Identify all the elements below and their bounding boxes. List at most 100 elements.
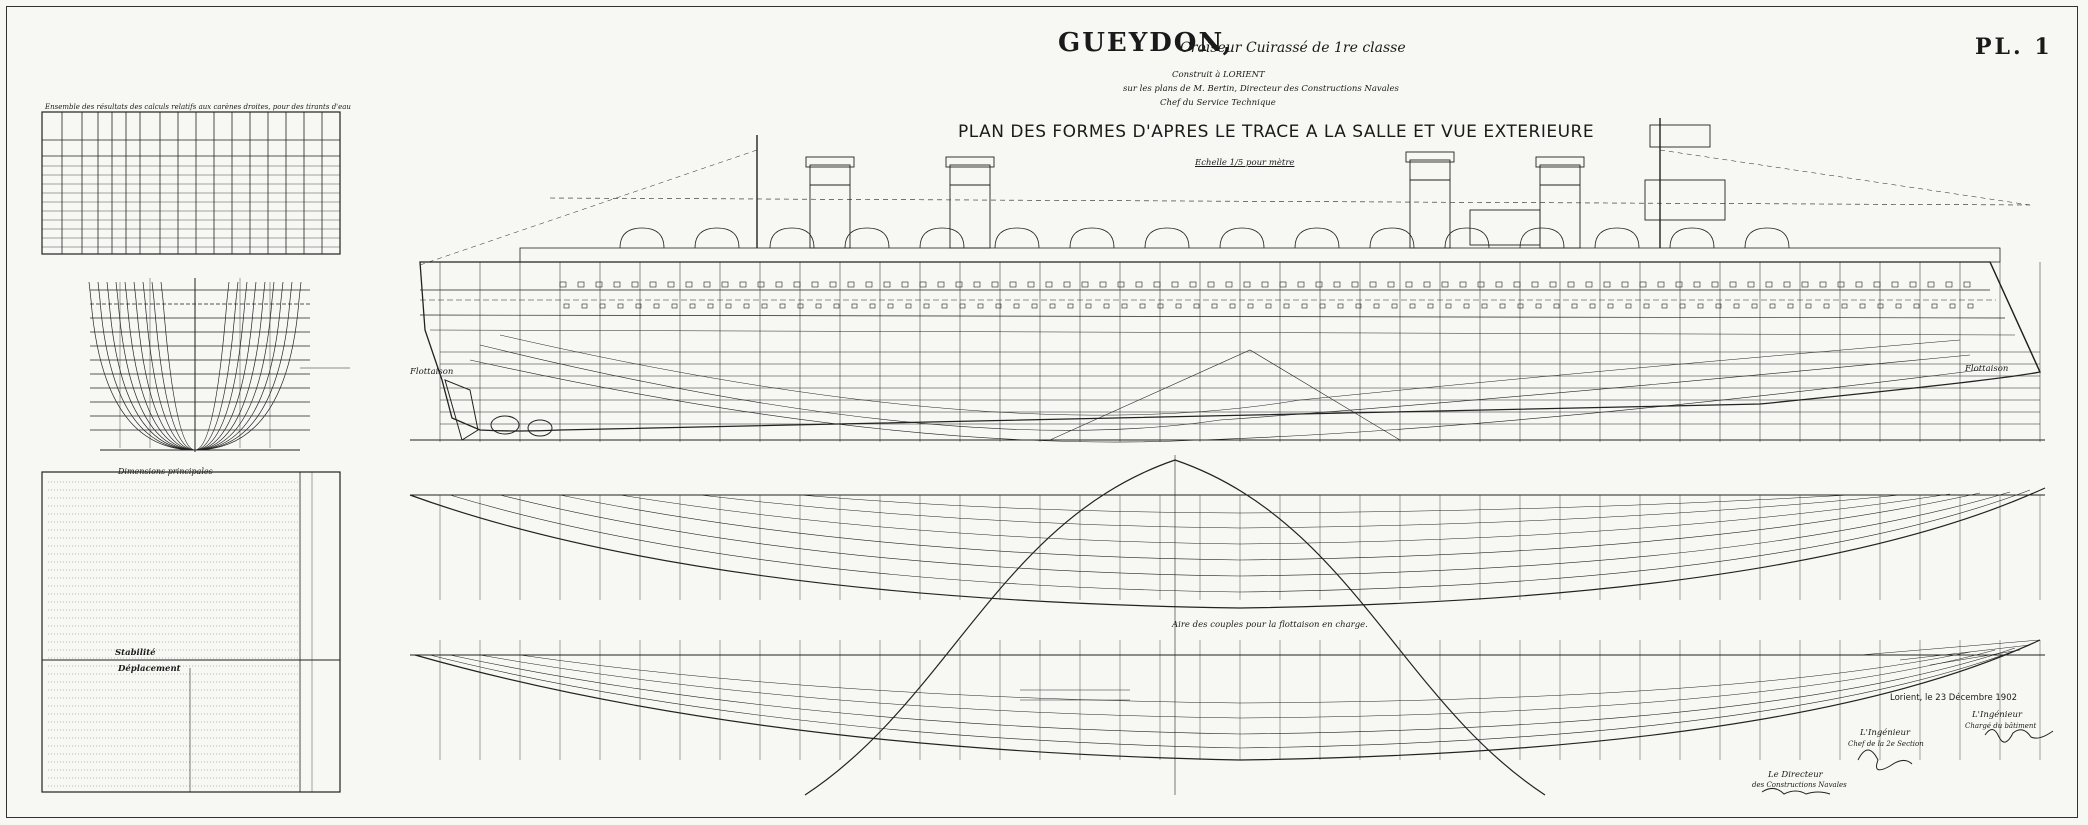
section-line — [194, 281, 302, 451]
chief-role: L'Ingénieur — [1972, 710, 2023, 720]
flottaison-left: Flottaison — [410, 367, 454, 377]
porthole — [1837, 281, 1845, 288]
porthole — [1099, 281, 1107, 288]
section-line — [194, 281, 239, 451]
porthole — [811, 281, 819, 288]
chief-role-sub: Chargé du bâtiment — [1965, 722, 2037, 730]
deck-plan — [410, 639, 2045, 761]
porthole — [1211, 303, 1218, 309]
porthole — [1117, 281, 1125, 288]
porthole — [653, 303, 660, 309]
porthole — [1733, 303, 1740, 309]
stability-title: Stabilité — [115, 648, 156, 658]
section-line — [151, 281, 196, 451]
porthole — [1283, 303, 1290, 309]
boat-davit — [844, 227, 890, 249]
signature-engineer — [1857, 749, 1913, 771]
porthole — [1157, 303, 1164, 309]
porthole — [1049, 303, 1056, 309]
porthole — [1427, 303, 1434, 309]
porthole — [1337, 303, 1344, 309]
boat-davit — [1069, 227, 1115, 249]
flottaison-right: Flottaison — [1965, 364, 2009, 374]
porthole — [1009, 281, 1017, 288]
drawing-title: PLAN DES FORMES D'APRES LE TRACE A LA SA… — [958, 122, 1595, 142]
section-line — [142, 281, 196, 451]
porthole — [1567, 281, 1575, 288]
porthole — [1729, 281, 1737, 288]
porthole — [1675, 281, 1683, 288]
porthole — [919, 281, 927, 288]
porthole — [595, 281, 603, 288]
porthole — [1135, 281, 1143, 288]
porthole — [1531, 281, 1539, 288]
porthole — [1783, 281, 1791, 288]
porthole — [1261, 281, 1269, 288]
hydrostatic-table-title: Ensemble des résultats des calculs relat… — [45, 103, 351, 111]
porthole — [1193, 303, 1200, 309]
funnel-cap — [1535, 156, 1585, 168]
porthole — [1207, 281, 1215, 288]
section-line — [194, 281, 293, 451]
porthole — [1927, 281, 1935, 288]
section-line — [88, 281, 196, 451]
porthole — [959, 303, 966, 309]
porthole — [833, 303, 840, 309]
porthole — [1495, 281, 1503, 288]
porthole — [1481, 303, 1488, 309]
section-line — [160, 281, 196, 451]
porthole — [1693, 281, 1701, 288]
porthole — [1081, 281, 1089, 288]
engineer-role: L'Ingénieur — [1860, 728, 1911, 738]
porthole — [1247, 303, 1254, 309]
porthole — [1751, 303, 1758, 309]
boat-davit — [1744, 227, 1790, 249]
porthole — [743, 303, 750, 309]
porthole — [1265, 303, 1272, 309]
porthole — [649, 281, 657, 288]
porthole — [1387, 281, 1395, 288]
half-breadth-plan — [409, 487, 2046, 609]
porthole — [1067, 303, 1074, 309]
porthole — [941, 303, 948, 309]
porthole — [1787, 303, 1794, 309]
porthole — [631, 281, 639, 288]
boat-davit — [1144, 227, 1190, 249]
boat-davit — [1669, 227, 1715, 249]
porthole — [721, 281, 729, 288]
porthole — [1819, 281, 1827, 288]
porthole — [707, 303, 714, 309]
porthole — [1243, 281, 1251, 288]
built-at: Construit à LORIENT — [1172, 70, 1265, 80]
porthole — [887, 303, 894, 309]
section-line — [194, 281, 284, 451]
porthole — [1459, 281, 1467, 288]
porthole — [977, 303, 984, 309]
porthole — [901, 281, 909, 288]
section-line — [194, 281, 266, 451]
porthole — [725, 303, 732, 309]
porthole — [1945, 281, 1953, 288]
porthole — [1423, 281, 1431, 288]
porthole — [1027, 281, 1035, 288]
director-role: Le Directeur — [1768, 770, 1823, 780]
porthole — [1909, 281, 1917, 288]
section-line — [133, 281, 196, 451]
boat-davit — [769, 227, 815, 249]
porthole — [1409, 303, 1416, 309]
porthole — [905, 303, 912, 309]
porthole — [685, 281, 693, 288]
porthole — [1535, 303, 1542, 309]
porthole — [689, 303, 696, 309]
porthole — [995, 303, 1002, 309]
section-line — [124, 281, 196, 451]
engineer-role-sub: Chef de la 2e Section — [1848, 740, 1924, 748]
porthole — [703, 281, 711, 288]
porthole — [1189, 281, 1197, 288]
porthole — [563, 303, 570, 309]
porthole — [1639, 281, 1647, 288]
section-line — [194, 281, 230, 451]
dimensions-table — [41, 471, 341, 793]
porthole — [613, 281, 621, 288]
section-line — [115, 281, 196, 451]
